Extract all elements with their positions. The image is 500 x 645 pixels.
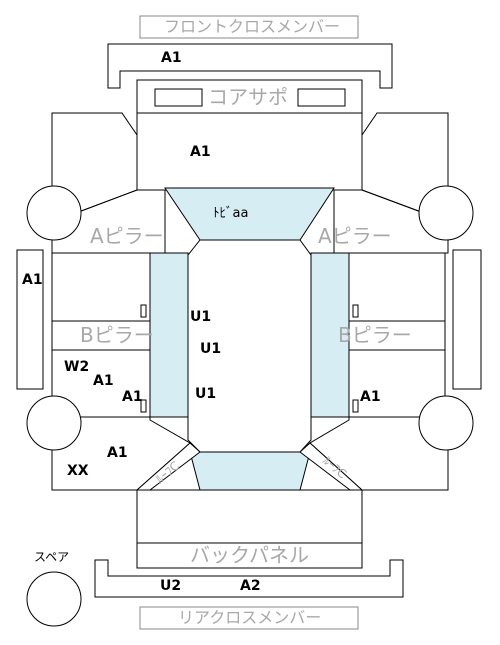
code-rear-bumper-a2: A2 — [240, 578, 261, 594]
left-rear-wheel — [26, 395, 82, 451]
left-a-pillar — [51, 189, 166, 254]
front-bumper — [107, 43, 393, 89]
right-a-pillar — [333, 189, 449, 254]
code-left-quarter-xx: XX — [67, 463, 89, 479]
core-support-left-slot — [154, 88, 203, 107]
right-rocker — [452, 249, 482, 390]
code-front-cross-member: A1 — [161, 50, 182, 66]
code-left-quarter: A1 — [107, 445, 128, 461]
rear-glass — [189, 451, 311, 491]
back-panel-label: バックパネル — [190, 543, 309, 567]
right-rear-wheel — [418, 395, 474, 451]
front-cross-member-box — [139, 15, 359, 39]
right-front-door-marker — [352, 304, 359, 318]
spare-label: スペア — [34, 550, 70, 564]
left-front-door-marker — [140, 304, 147, 318]
rear-cross-member-label: リアクロスメンバー — [178, 608, 322, 627]
back-panel-box — [136, 542, 363, 569]
code-left-rocker: A1 — [22, 272, 43, 288]
left-rocker — [16, 249, 44, 390]
left-a-pillar-label: Aピラー — [90, 224, 164, 248]
core-support-right-slot — [297, 88, 346, 107]
code-left-rear-door-w2: W2 — [64, 359, 90, 375]
right-b-pillar-label: Bピラー — [338, 323, 412, 347]
right-front-door — [348, 252, 446, 322]
code-hood: A1 — [190, 144, 211, 160]
core-support-label: コアサポ — [208, 85, 288, 109]
trunk-lid — [136, 489, 363, 544]
code-roof-mid: U1 — [200, 341, 222, 357]
right-side-glass — [310, 252, 350, 418]
front-cross-member-label: フロントクロスメンバー — [164, 17, 341, 36]
code-roof-front: U1 — [190, 309, 212, 325]
code-left-rear-door-inner: A1 — [122, 389, 143, 405]
hood-panel — [136, 112, 363, 191]
left-rear-door-marker — [140, 399, 147, 413]
spare-tire — [26, 571, 82, 627]
code-right-rear-door: A1 — [360, 389, 381, 405]
rear-bumper — [94, 559, 404, 598]
left-front-door — [51, 252, 151, 322]
right-a-pillar-label: Aピラー — [318, 224, 392, 248]
left-front-wheel — [26, 185, 82, 241]
code-left-rear-door-a1: A1 — [93, 373, 114, 389]
right-rear-door-marker — [352, 399, 359, 413]
right-front-wheel — [418, 185, 474, 241]
rear-cross-member-box — [139, 606, 359, 630]
code-rear-bumper-u2: U2 — [160, 578, 182, 594]
code-roof-rear: U1 — [195, 386, 217, 402]
left-side-glass — [149, 252, 189, 418]
left-b-pillar-label: Bピラー — [80, 323, 154, 347]
roof-label: ﾄﾋﾞaa — [213, 206, 249, 221]
windshield — [164, 187, 335, 241]
